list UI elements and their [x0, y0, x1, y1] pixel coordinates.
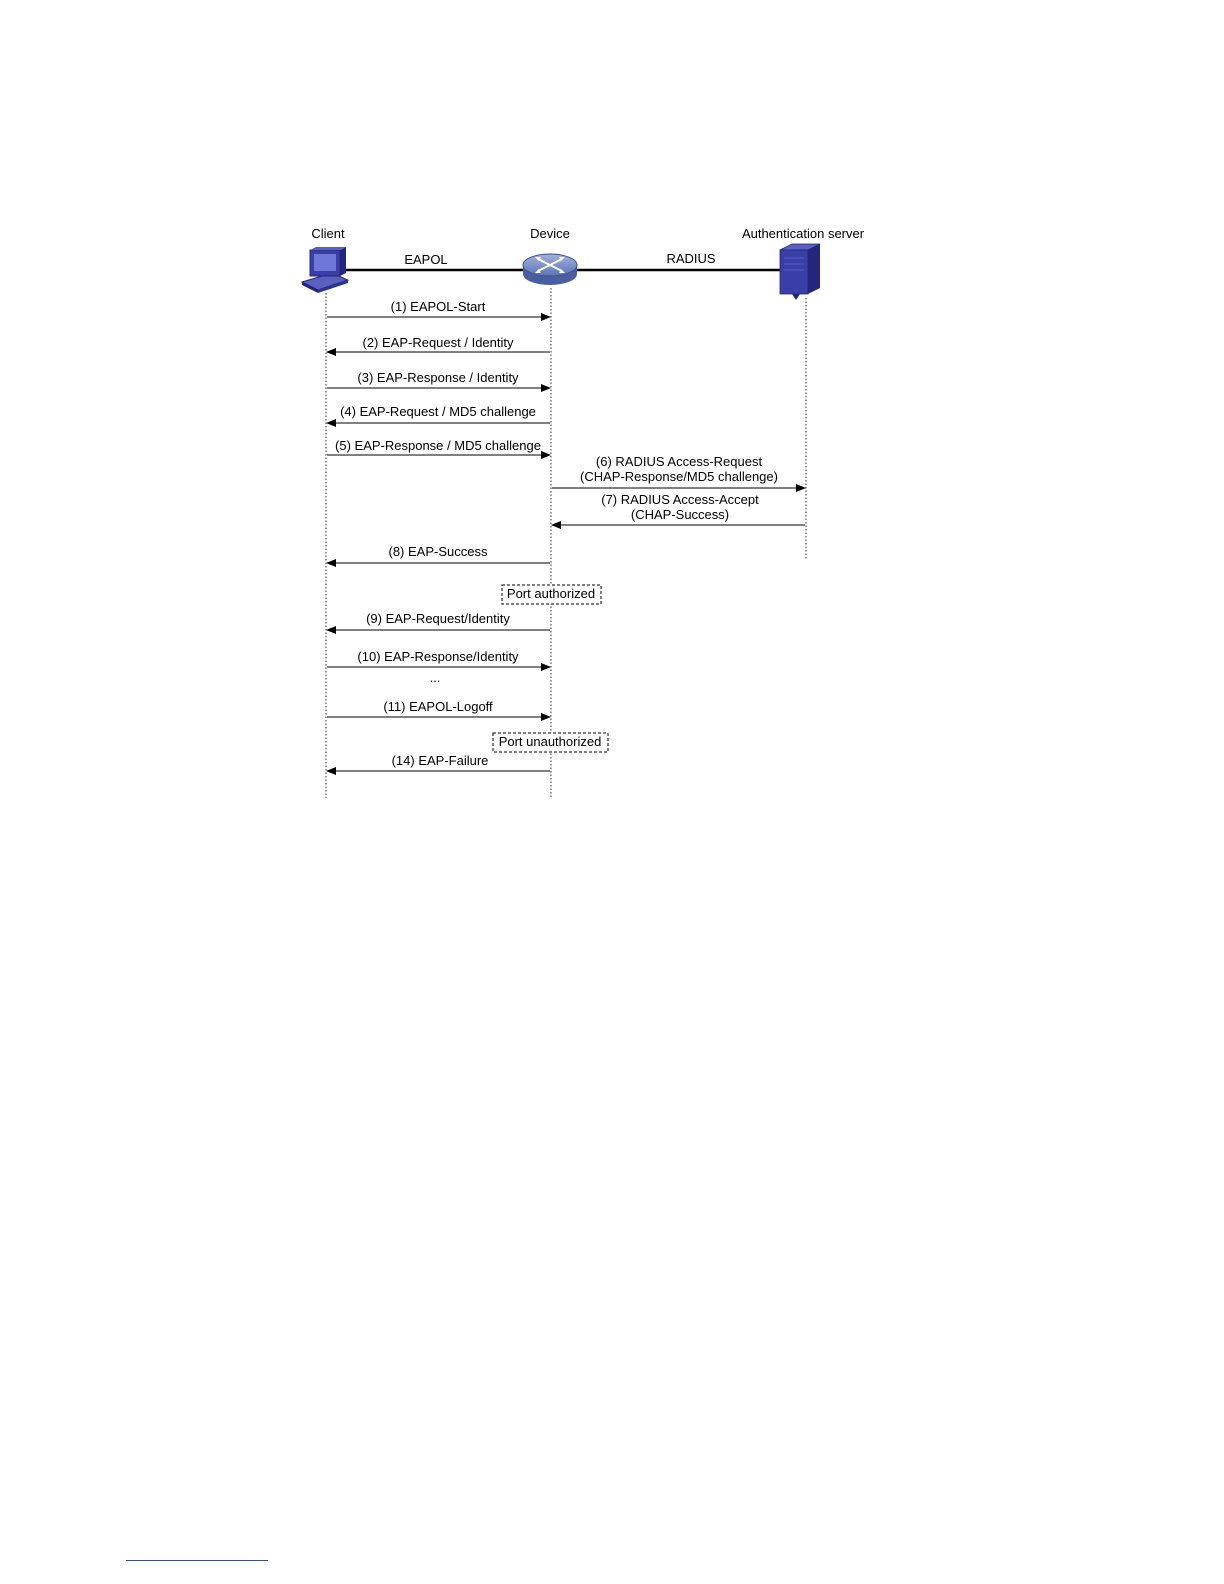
message-label: (5) EAP-Response / MD5 challenge	[335, 438, 541, 453]
eapol-link-label: EAPOL	[404, 252, 447, 267]
message-label: (10) EAP-Response/Identity	[357, 649, 519, 664]
footnote-separator	[126, 1560, 268, 1561]
message-label: (8) EAP-Success	[389, 544, 488, 559]
port-authorized-state	[501, 584, 602, 605]
message-label: (7) RADIUS Access-Accept	[601, 492, 759, 507]
radius-link-label: RADIUS	[666, 251, 715, 266]
message-label: (9) EAP-Request/Identity	[366, 611, 510, 626]
message-label-detail: (CHAP-Success)	[631, 507, 729, 522]
participant-server-label: Authentication server	[742, 226, 865, 241]
message-label: (14) EAP-Failure	[392, 753, 489, 768]
message-label: (3) EAP-Response / Identity	[357, 370, 519, 385]
server-icon	[779, 243, 821, 300]
message-label: (4) EAP-Request / MD5 challenge	[340, 404, 536, 419]
computer-icon	[300, 247, 350, 293]
port-authorized-label: Port authorized	[507, 586, 595, 601]
port-unauthorized-label: Port unauthorized	[499, 734, 602, 749]
message-label: (1) EAPOL-Start	[391, 299, 486, 314]
message-label: (6) RADIUS Access-Request	[596, 454, 763, 469]
message-label-detail: (CHAP-Response/MD5 challenge)	[580, 469, 778, 484]
participant-device-label: Device	[530, 226, 570, 241]
message-label: (2) EAP-Request / Identity	[362, 335, 514, 350]
switch-icon	[522, 253, 578, 285]
message-label: (11) EAPOL-Logoff	[383, 699, 493, 714]
participant-client-label: Client	[311, 226, 345, 241]
port-unauthorized-state	[492, 732, 609, 753]
ellipsis-text: ...	[430, 670, 441, 685]
